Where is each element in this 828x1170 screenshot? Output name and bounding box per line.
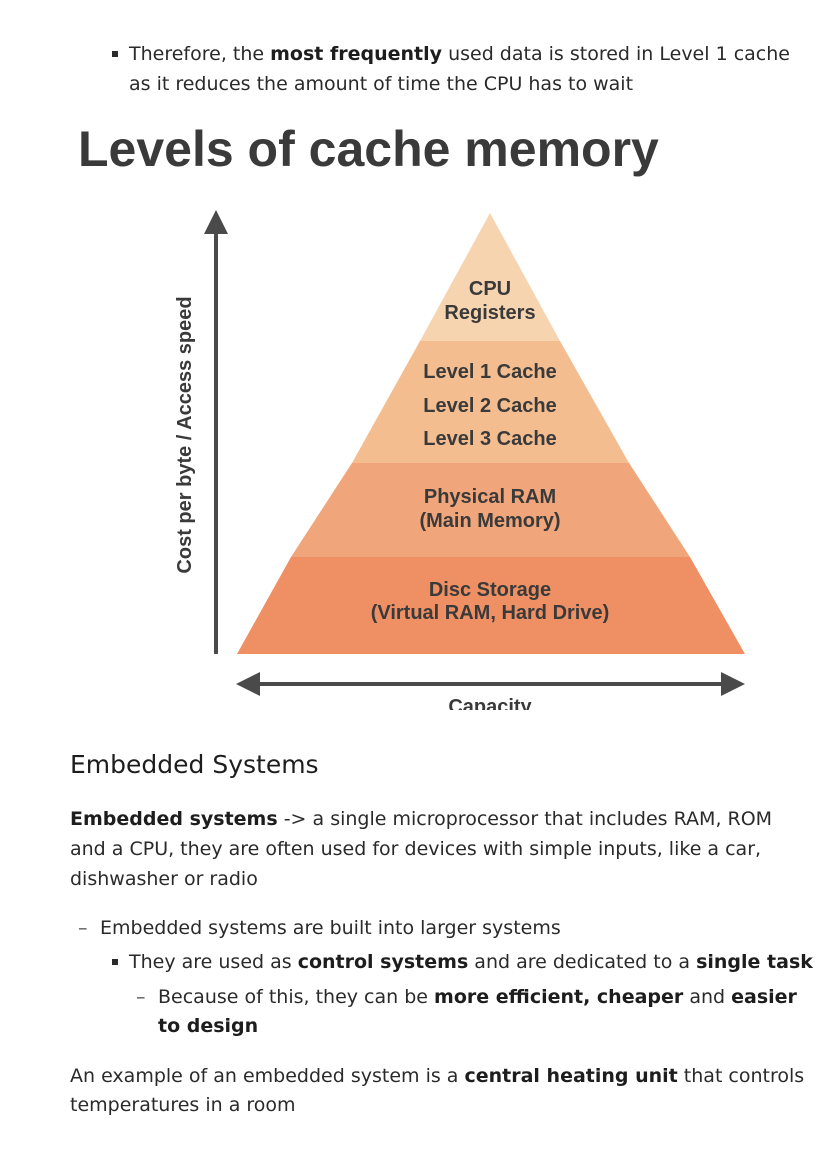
paragraph-1-line-2: and a CPU, they are often used for devic… — [70, 838, 762, 860]
paragraph-2-line-1: An example of an embedded system is a ce… — [70, 1065, 805, 1087]
x-axis-label: Capacity — [448, 696, 532, 710]
dash-item-1: Embedded systems are built into larger s… — [100, 917, 561, 939]
y-axis-label: Cost per byte / Access speed — [174, 296, 196, 573]
dash-item-2-line-1: Because of this, they can be more effici… — [158, 986, 797, 1008]
square-bullet-icon — [112, 959, 118, 965]
tier-label-l1: Level 1 Cache — [423, 361, 556, 383]
tier-label-disc-1: Disc Storage — [429, 579, 551, 601]
y-axis-arrowhead-icon — [204, 210, 228, 234]
cache-hierarchy-figure: Levels of cache memory Cost per byte / A… — [78, 121, 745, 710]
dash-bullet-icon: – — [78, 917, 88, 939]
tier-label-ram-2: (Main Memory) — [419, 510, 560, 532]
tier-label-l3: Level 3 Cache — [423, 428, 556, 450]
section-heading: Embedded Systems — [70, 750, 319, 779]
pyramid-tier-registers — [420, 213, 560, 341]
paragraph-1-line-1: Embedded systems -> a single microproces… — [70, 808, 773, 830]
intro-bullet-line-2: as it reduces the amount of time the CPU… — [129, 73, 634, 95]
x-axis-right-arrowhead-icon — [721, 672, 745, 696]
figure-title: Levels of cache memory — [78, 121, 659, 177]
tier-label-disc-2: (Virtual RAM, Hard Drive) — [371, 602, 610, 624]
intro-bullet-line-1: Therefore, the most frequently used data… — [129, 43, 790, 65]
paragraph-2-line-2: temperatures in a room — [70, 1094, 296, 1116]
x-axis-left-arrowhead-icon — [236, 672, 260, 696]
square-item-1: They are used as control systems and are… — [129, 951, 813, 973]
tier-label-registers-1: CPU — [469, 278, 511, 300]
pyramid-tier-cache — [352, 341, 629, 463]
paragraph-1-line-3: dishwasher or radio — [70, 868, 258, 890]
dash-item-2-line-2: to design — [158, 1015, 259, 1037]
pyramid-tier-disc — [237, 557, 745, 654]
tier-label-l2: Level 2 Cache — [423, 395, 556, 417]
tier-label-registers-2: Registers — [444, 302, 535, 324]
dash-bullet-icon: – — [136, 986, 146, 1008]
tier-label-ram-1: Physical RAM — [424, 486, 556, 508]
pyramid-tier-ram — [291, 463, 690, 557]
square-bullet-icon — [112, 51, 118, 57]
